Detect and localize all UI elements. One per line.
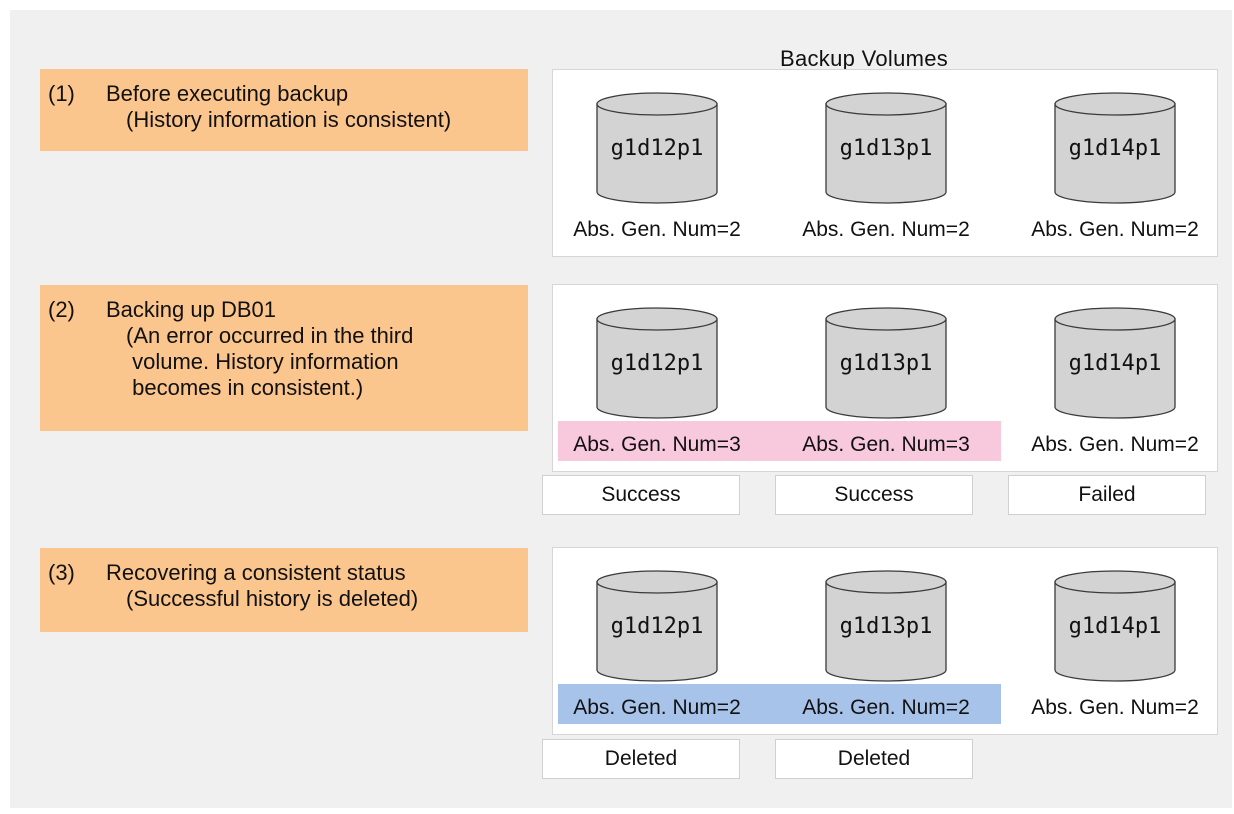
abs-gen-num-label: Abs. Gen. Num=2	[573, 218, 741, 241]
volume-cylinder: g1d13p1	[825, 92, 947, 204]
cylinder-icon	[825, 92, 947, 204]
volume-name: g1d14p1	[1068, 136, 1162, 161]
step-1-sub-0: (History information is consistent)	[126, 107, 452, 132]
step-3-sub-0: (Successful history is deleted)	[126, 586, 419, 611]
abs-gen-num-label: Abs. Gen. Num=2	[802, 218, 970, 241]
step-2-box: (2) Backing up DB01 (An error occurred in…	[40, 285, 528, 431]
volume-name: g1d12p1	[610, 351, 704, 376]
diagram-canvas: Backup Volumes (1) Before executing backu…	[10, 10, 1232, 808]
volumes-panel-1: g1d12p1 g1d13p1 g1d14p1 Abs. Gen. Num=2 …	[552, 69, 1218, 257]
abs-gen-num-label: Abs. Gen. Num=2	[1031, 696, 1199, 719]
cylinder-icon	[596, 307, 718, 419]
volume-cylinder: g1d13p1	[825, 307, 947, 419]
volume-name: g1d13p1	[839, 136, 933, 161]
status-failed: Failed	[1008, 475, 1206, 515]
abs-gen-num-label: Abs. Gen. Num=2	[1031, 433, 1199, 456]
volume-name: g1d13p1	[839, 614, 933, 639]
cylinder-icon	[596, 570, 718, 682]
step-3-box: (3) Recovering a consistent status (Succe…	[40, 548, 528, 632]
volume-name: g1d13p1	[839, 351, 933, 376]
step-1-number: (1)	[48, 81, 75, 106]
status-deleted: Deleted	[542, 739, 740, 779]
volume-cylinder: g1d14p1	[1054, 570, 1176, 682]
volume-cylinder: g1d14p1	[1054, 92, 1176, 204]
blue-highlight	[558, 684, 1001, 724]
volume-name: g1d12p1	[610, 614, 704, 639]
status-success: Success	[775, 475, 973, 515]
volume-name: g1d14p1	[1068, 351, 1162, 376]
step-1-box: (1) Before executing backup (History info…	[40, 69, 528, 151]
volume-name: g1d12p1	[610, 136, 704, 161]
volume-name: g1d14p1	[1068, 614, 1162, 639]
backup-volumes-header: Backup Volumes	[780, 46, 949, 71]
abs-gen-num-label: Abs. Gen. Num=2	[1031, 218, 1199, 241]
step-1-title: Before executing backup	[106, 81, 349, 106]
abs-gen-num-label: Abs. Gen. Num=2	[802, 696, 970, 719]
volumes-panel-2: g1d12p1 g1d13p1 g1d14p1 Abs. Gen. Num=3 …	[552, 284, 1218, 472]
abs-gen-num-label: Abs. Gen. Num=3	[573, 433, 741, 456]
step-2-title: Backing up DB01	[106, 297, 276, 322]
abs-gen-num-label: Abs. Gen. Num=2	[573, 696, 741, 719]
cylinder-icon	[596, 92, 718, 204]
step-2-sub-2: becomes in consistent.)	[126, 375, 364, 400]
volume-cylinder: g1d14p1	[1054, 307, 1176, 419]
cylinder-icon	[825, 570, 947, 682]
cylinder-icon	[1054, 92, 1176, 204]
step-2-number: (2)	[48, 297, 75, 322]
cylinder-icon	[1054, 570, 1176, 682]
cylinder-icon	[825, 307, 947, 419]
volume-cylinder: g1d12p1	[596, 92, 718, 204]
pink-highlight	[558, 421, 1001, 461]
step-2-sub-1: volume. History information	[126, 349, 399, 374]
cylinder-icon	[1054, 307, 1176, 419]
volumes-panel-3: g1d12p1 g1d13p1 g1d14p1 Abs. Gen. Num=2 …	[552, 547, 1218, 735]
abs-gen-num-label: Abs. Gen. Num=3	[802, 433, 970, 456]
step-3-number: (3)	[48, 560, 75, 585]
volume-cylinder: g1d13p1	[825, 570, 947, 682]
volume-cylinder: g1d12p1	[596, 307, 718, 419]
status-success: Success	[542, 475, 740, 515]
step-3-title: Recovering a consistent status	[106, 560, 406, 585]
step-2-sub-0: (An error occurred in the third	[126, 323, 414, 348]
status-deleted: Deleted	[775, 739, 973, 779]
volume-cylinder: g1d12p1	[596, 570, 718, 682]
